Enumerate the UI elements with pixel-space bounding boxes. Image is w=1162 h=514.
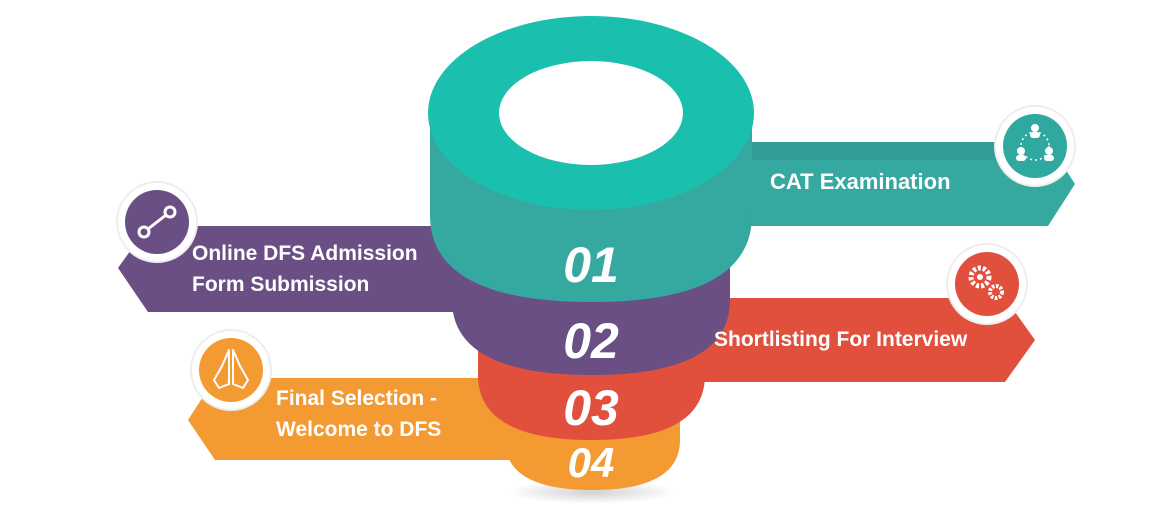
step-banner-01: [700, 142, 1075, 226]
gears-icon: [946, 243, 1028, 325]
step-label-03-line1: Shortlisting For Interview: [714, 328, 968, 351]
chain-link-icon: [116, 181, 198, 263]
step-label-04: Final Selection - Welcome to DFS: [276, 383, 441, 445]
step-label-02-line2: Form Submission: [192, 273, 370, 296]
step-label-03: Shortlisting For Interview: [714, 324, 967, 355]
step-label-04-line1: Final Selection -: [276, 387, 438, 410]
network-users-icon: [994, 105, 1076, 187]
step-number-03: 03: [563, 380, 619, 436]
step-label-01: CAT Examination: [770, 166, 951, 197]
funnel-opening: [499, 61, 683, 165]
step-number-04: 04: [567, 439, 615, 486]
step-banner-04: [188, 378, 540, 460]
step-label-02-line1: Online DFS Admission: [192, 242, 418, 265]
step-label-04-line2: Welcome to DFS: [276, 418, 442, 441]
step-banner-03: [660, 298, 1035, 382]
step-label-01-line1: CAT Examination: [770, 169, 951, 194]
step-banner-02: [118, 226, 480, 312]
funnel-layer-01: [428, 16, 754, 302]
step-label-02: Online DFS Admission Form Submission: [192, 238, 418, 300]
step-number-01: 01: [563, 237, 619, 293]
praying-hands-icon: [190, 329, 272, 411]
step-number-02: 02: [563, 313, 619, 369]
